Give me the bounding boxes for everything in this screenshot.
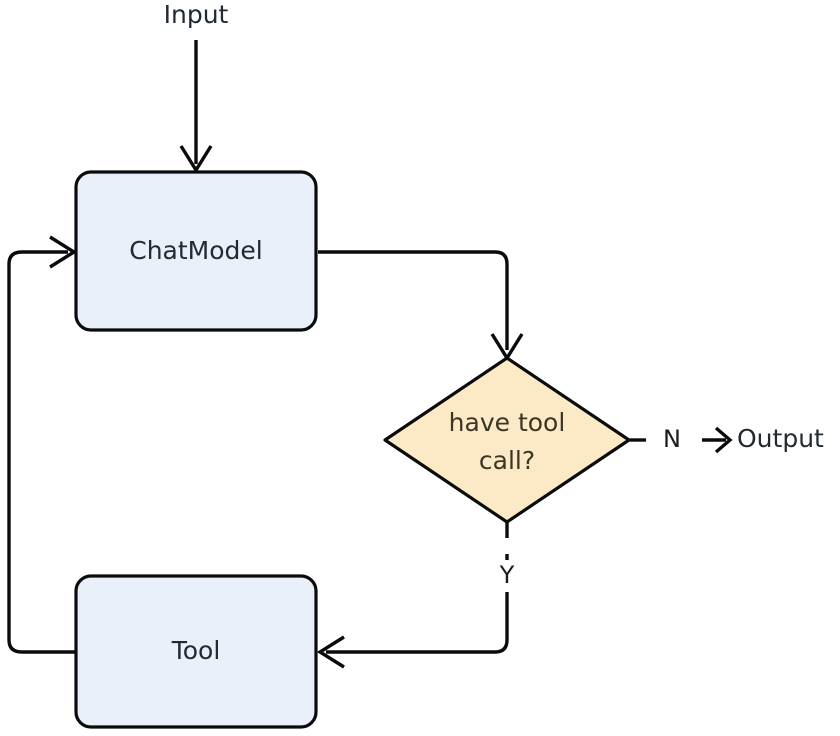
node-decision-label-line2: call? (479, 446, 535, 475)
terminal-label-output: Output (737, 424, 824, 453)
terminal-label-input: Input (164, 0, 229, 29)
edge-tool-to-chatmodel (7, 235, 78, 654)
edge-tool-to-chatmodel-line (7, 250, 76, 654)
edge-label-no: N (663, 425, 681, 453)
arrowhead-into-output (714, 426, 733, 454)
edge-decision-to-tool: Y (316, 522, 515, 669)
node-decision-diamond[interactable] (383, 356, 631, 524)
node-chatmodel-box[interactable] (74, 170, 318, 332)
node-decision[interactable]: have tool call? (383, 356, 631, 524)
node-chatmodel-label: ChatModel (129, 236, 262, 265)
arrowhead-into-tool-right (316, 635, 345, 669)
node-chatmodel[interactable]: ChatModel (74, 170, 318, 332)
edge-chatmodel-to-decision-line (318, 250, 509, 350)
edge-label-yes: Y (499, 561, 515, 589)
edge-chatmodel-to-decision (318, 250, 524, 362)
node-tool-label: Tool (171, 636, 221, 665)
edge-decision-to-output: N (630, 425, 733, 454)
arrowhead-into-chatmodel-left (49, 235, 78, 269)
edge-input-to-chatmodel (179, 40, 213, 174)
node-decision-label-line1: have tool (449, 408, 566, 437)
arrowhead-into-chatmodel-top (179, 145, 213, 174)
node-tool-box[interactable] (74, 574, 318, 729)
node-tool[interactable]: Tool (74, 574, 318, 729)
edge-decision-to-tool-segment-lower (326, 592, 509, 654)
